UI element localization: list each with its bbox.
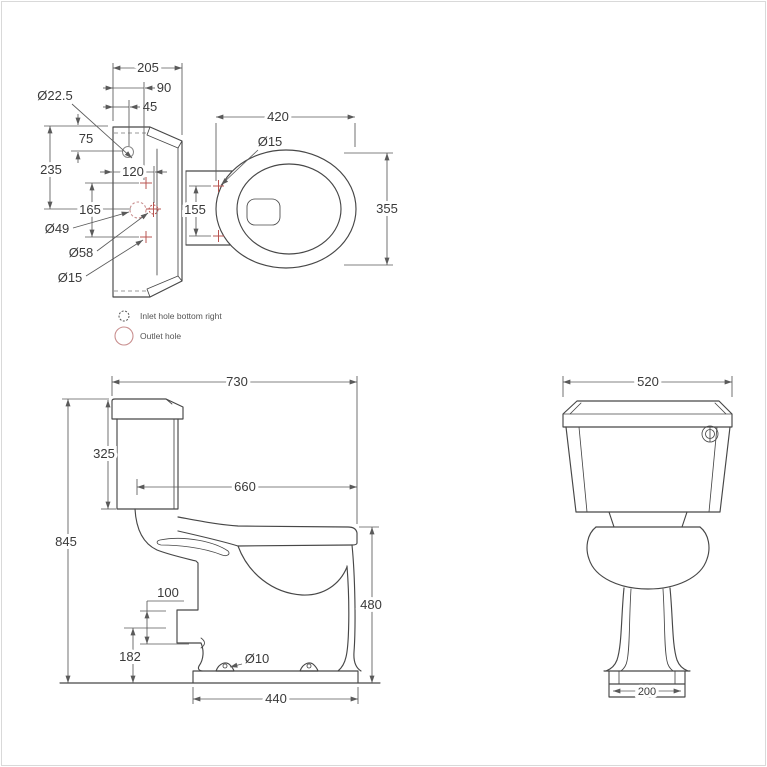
label-base-fixing-diameter: Ø10	[245, 651, 270, 666]
flush-button	[701, 425, 719, 443]
front-dimensions: 520 200	[562, 371, 733, 701]
side-view: 730 845 325 660 480 100	[52, 371, 385, 709]
side-outline	[59, 398, 381, 684]
label-flush-diameter: Ø58	[69, 245, 94, 260]
dim-outlet-height: 182	[119, 649, 141, 664]
cistern-fixing-hole-markers	[140, 177, 161, 243]
plan-seat-outline	[185, 149, 357, 269]
label-outlet-diameter: Ø49	[45, 221, 70, 236]
inlet-hole-marker	[122, 146, 134, 158]
plan-hole-labels: Ø22.5 Ø49 Ø58 Ø15 Ø15	[37, 88, 282, 285]
dim-outlet-offset: 120	[122, 164, 144, 179]
dim-cistern-height: 325	[93, 446, 115, 461]
dim-cistern-width: 520	[637, 374, 659, 389]
legend-inlet-label: Inlet hole bottom right	[140, 311, 222, 321]
dim-hole-offset: 90	[157, 80, 171, 95]
label-seat-fixing-diameter: Ø15	[258, 134, 283, 149]
dim-outlet-upper: 100	[157, 585, 179, 600]
legend-inlet-icon	[118, 310, 130, 322]
dim-bowl-front-depth: 660	[234, 479, 256, 494]
label-fixing-diameter: Ø15	[58, 270, 83, 285]
dim-seat-width: 355	[376, 201, 398, 216]
dim-seat-fixing-span: 155	[184, 202, 206, 217]
dim-seat-height: 480	[360, 597, 382, 612]
dim-cistern-depth: 205	[137, 60, 159, 75]
seat-fixing-hole-markers	[213, 180, 224, 242]
dim-inlet-from-top: 75	[79, 131, 93, 146]
dim-base-width: 200	[638, 686, 656, 698]
dim-fixing-span: 165	[79, 202, 101, 217]
dim-outlet-from-top: 235	[40, 162, 62, 177]
plan-dimensions: 205 90 45 75 23	[37, 57, 401, 266]
label-inlet-diameter: Ø22.5	[37, 88, 72, 103]
dim-seat-length: 420	[267, 109, 289, 124]
legend: Inlet hole bottom right Outlet hole	[114, 310, 222, 346]
dim-overall-height: 845	[55, 534, 77, 549]
legend-outlet-label: Outlet hole	[140, 331, 181, 341]
plan-cistern-outline	[112, 126, 183, 298]
front-view: 520 200	[562, 371, 733, 701]
front-outline	[562, 400, 733, 698]
legend-outlet-icon	[114, 326, 134, 346]
dim-base-depth: 440	[265, 691, 287, 706]
dim-inlet-offset: 45	[143, 99, 157, 114]
plan-view: 205 90 45 75 23	[37, 57, 401, 346]
outlet-hole-marker	[129, 201, 147, 219]
dim-overall-depth: 730	[226, 374, 248, 389]
side-dimensions: 730 845 325 660 480 100	[52, 371, 385, 709]
